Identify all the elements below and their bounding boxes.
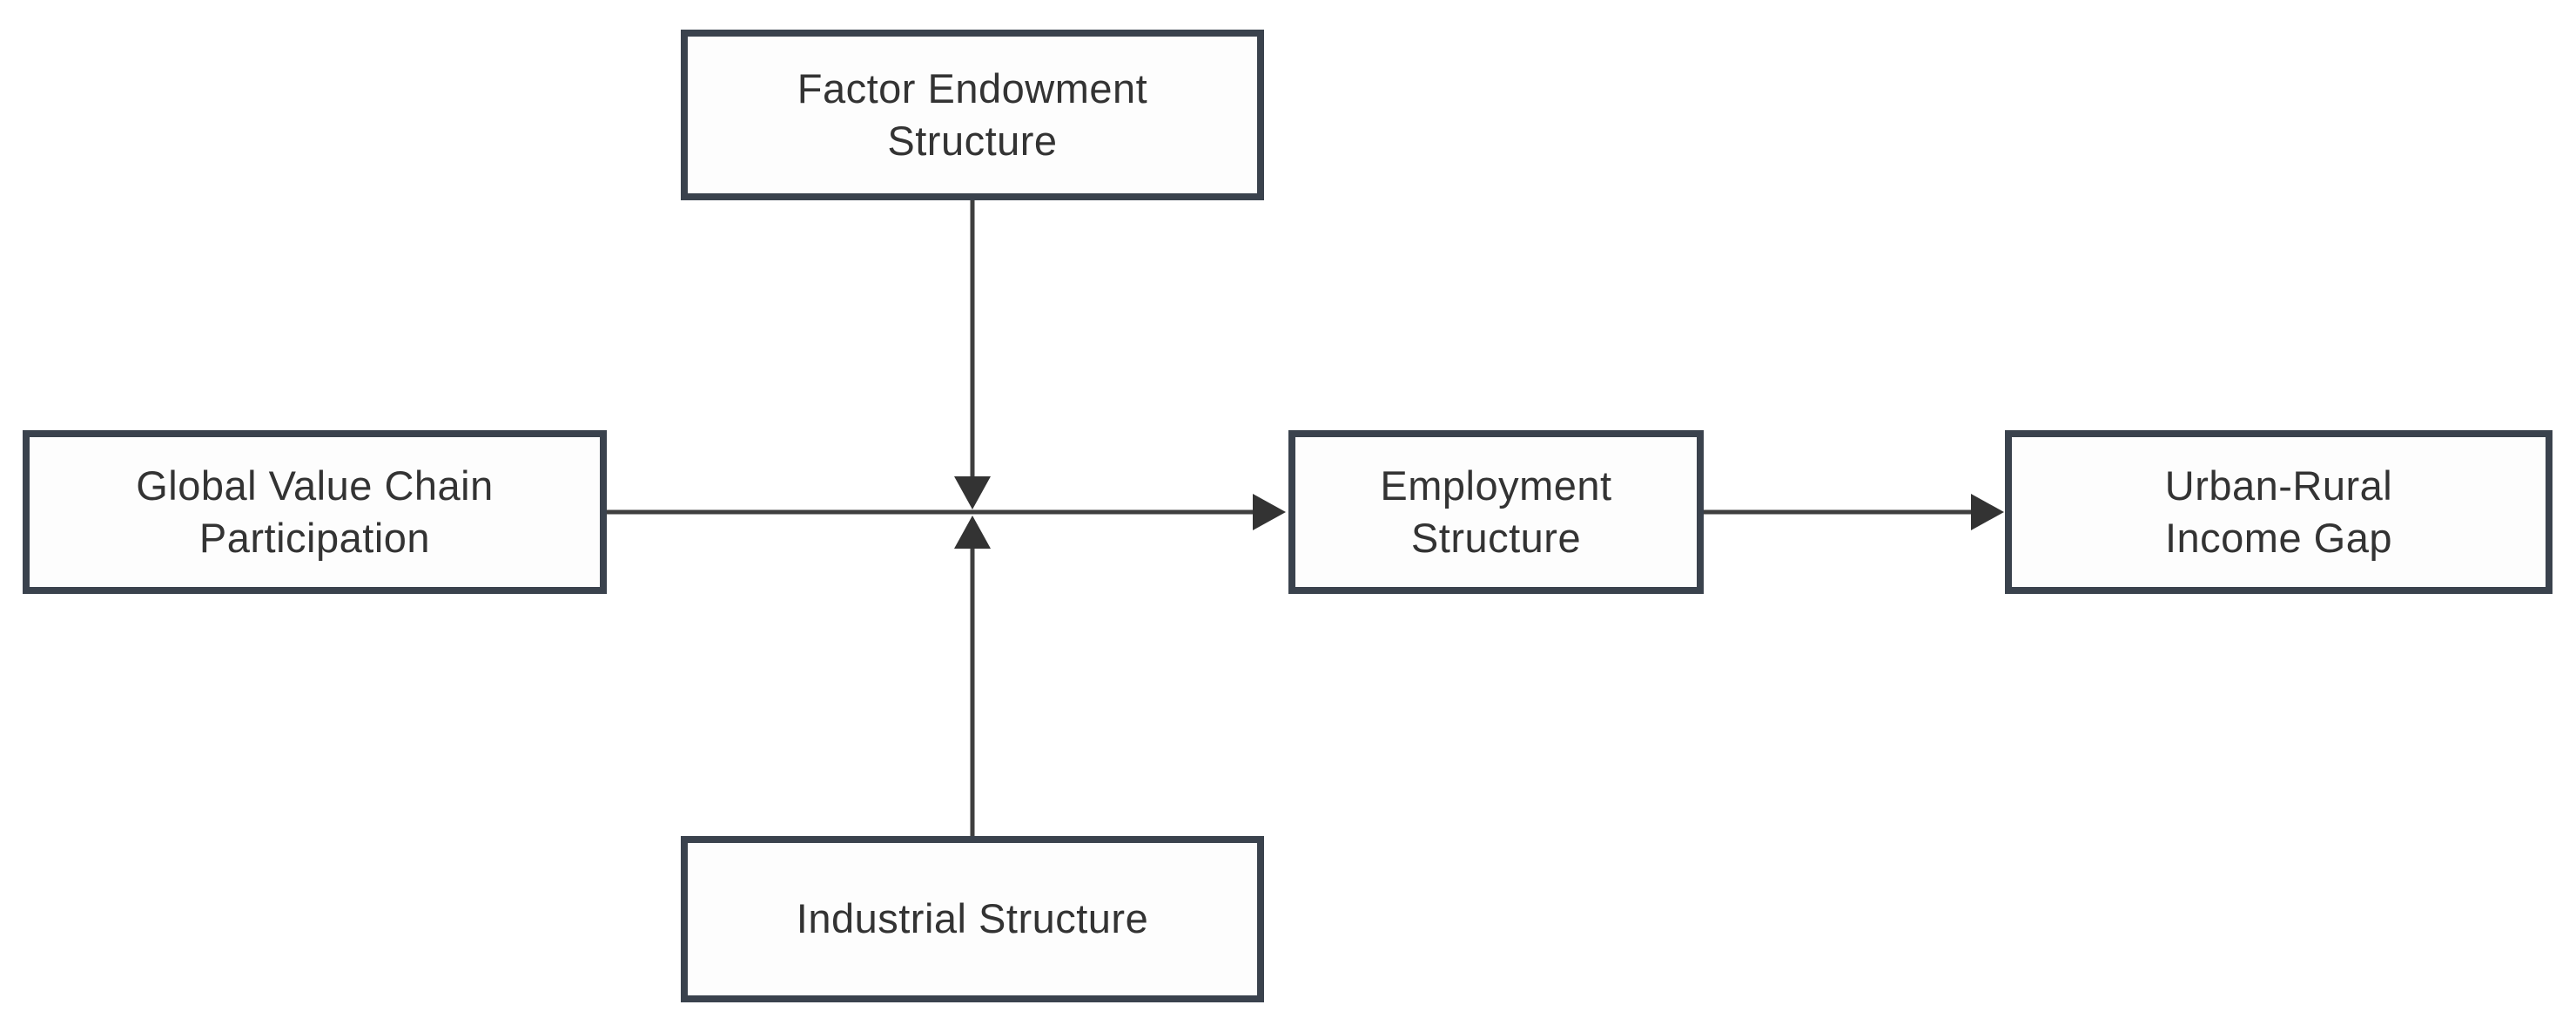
- node-label: Industrial Structure: [796, 895, 1149, 942]
- node-label: Urban-Rural Income Gap: [2164, 462, 2393, 561]
- node-label: Global Value Chain Participation: [136, 462, 494, 561]
- edge-industrial-to-junction: [954, 516, 991, 837]
- edge-employment-to-gap: [1704, 494, 2004, 530]
- node-industrial-structure: Industrial Structure: [681, 836, 1264, 1002]
- arrowhead-up-icon: [954, 516, 991, 549]
- node-urban-rural-income-gap: Urban-Rural Income Gap: [2005, 430, 2552, 594]
- arrowhead-right-icon: [1971, 494, 2004, 530]
- node-employment-structure: Employment Structure: [1288, 430, 1704, 594]
- node-label: Employment Structure: [1380, 462, 1612, 561]
- node-factor-endowment-structure: Factor Endowment Structure: [681, 30, 1264, 200]
- arrowhead-right-icon: [1253, 494, 1286, 530]
- edge-factor-to-junction: [954, 199, 991, 509]
- arrowhead-down-icon: [954, 476, 991, 509]
- node-label: Factor Endowment Structure: [797, 64, 1148, 164]
- node-global-value-chain-participation: Global Value Chain Participation: [23, 430, 607, 594]
- edge-gvc-to-employment: [607, 494, 1286, 530]
